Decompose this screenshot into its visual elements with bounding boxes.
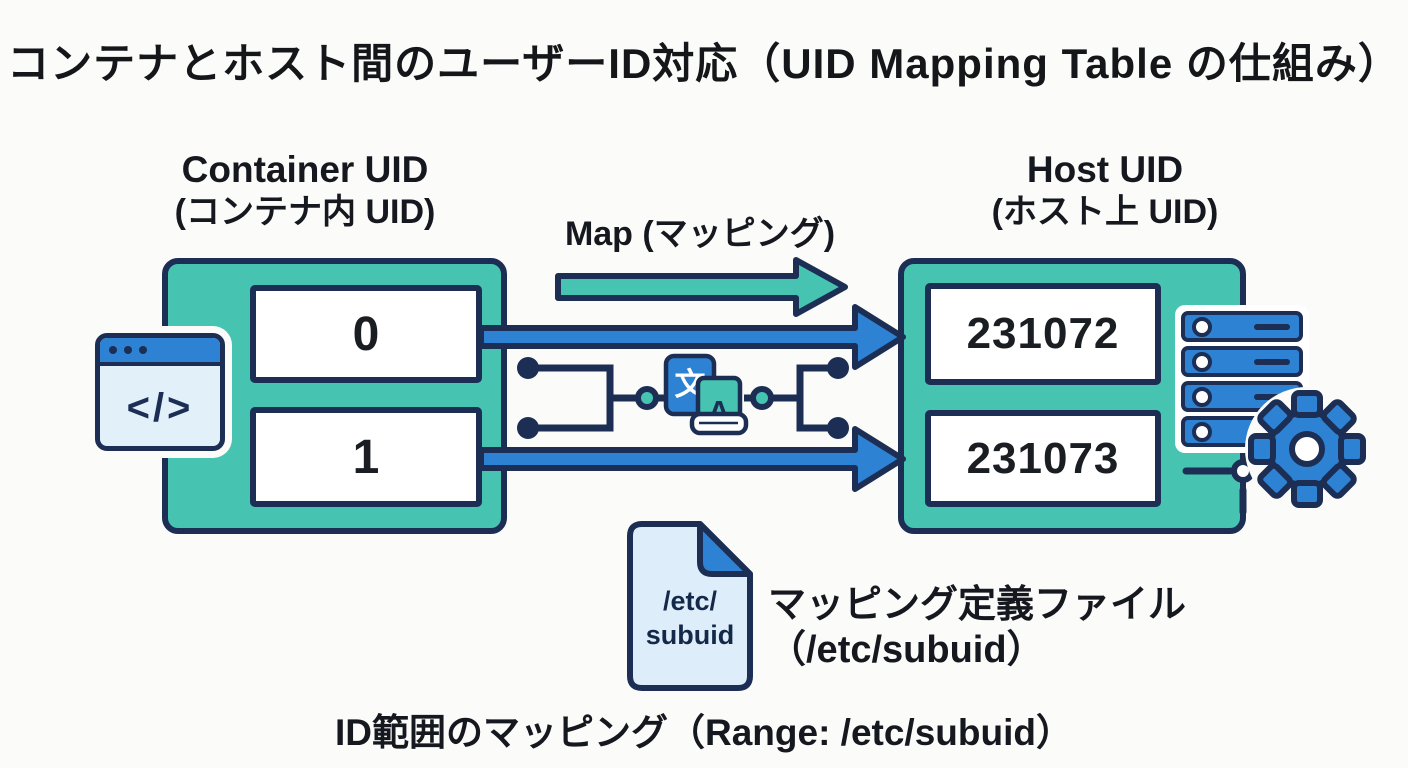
window-dot-icon (124, 346, 132, 354)
uid-map-arrow-0-icon (478, 304, 906, 370)
map-label: Map (マッピング) (564, 215, 836, 253)
container-uid-heading-ja: (コンテナ内 UID) (174, 193, 436, 232)
window-dot-icon (109, 346, 117, 354)
subuid-file-line2: subuid (646, 620, 735, 650)
host-uid-heading-ja: (ホスト上 UID) (991, 193, 1219, 232)
code-window-titlebar (100, 338, 220, 366)
gear-icon (1245, 387, 1369, 511)
server-led-icon (1192, 421, 1212, 442)
uid-map-arrow-1-icon (478, 426, 906, 492)
container-uid-heading-en: Container UID (181, 149, 429, 190)
code-window-icon: </> (95, 333, 225, 451)
range-caption: ID範囲のマッピング（Range: /etc/subuid） (335, 712, 1073, 753)
container-uid-heading: Container UID (コンテナ内 UID) (145, 147, 465, 234)
server-led-icon (1192, 351, 1212, 372)
host-uid-heading: Host UID (ホスト上 UID) (945, 147, 1265, 234)
diagram-title: コンテナとホスト間のユーザーID対応（UID Mapping Table の仕組… (7, 40, 1401, 87)
map-arrow-icon (555, 257, 848, 317)
host-uid-cell-0: 231072 (925, 283, 1161, 385)
subuid-file-icon: /etc/ subuid (627, 521, 753, 691)
code-window-glyph: </> (126, 385, 194, 430)
server-cable (1182, 459, 1255, 516)
server-bar (1181, 311, 1303, 342)
container-uid-cell-1: 1 (250, 407, 482, 507)
server-vent-icon (1254, 323, 1290, 330)
mapping-file-label-line2: （/etc/subuid） (768, 628, 1045, 671)
container-uid-cell-0: 0 (250, 285, 482, 383)
server-vent-icon (1254, 358, 1290, 365)
server-bar (1181, 346, 1303, 377)
server-led-icon (1192, 386, 1212, 407)
mapping-circuit-dots (517, 357, 849, 439)
mapping-circuit (528, 364, 838, 432)
server-led-icon (1192, 316, 1212, 337)
server-bar (1181, 381, 1303, 412)
host-uid-cell-1: 231073 (925, 410, 1161, 507)
subuid-file-line1: /etc/ (663, 586, 718, 616)
mapping-circuit-nodes (635, 386, 774, 410)
window-dot-icon (139, 346, 147, 354)
host-uid-heading-en: Host UID (1026, 149, 1184, 190)
translate-icon: 文 A (663, 353, 749, 436)
server-vent-icon (1254, 393, 1290, 400)
mapping-file-label: マッピング定義ファイル （/etc/subuid） (768, 583, 1228, 673)
mapping-file-label-line1: マッピング定義ファイル (768, 584, 1187, 626)
